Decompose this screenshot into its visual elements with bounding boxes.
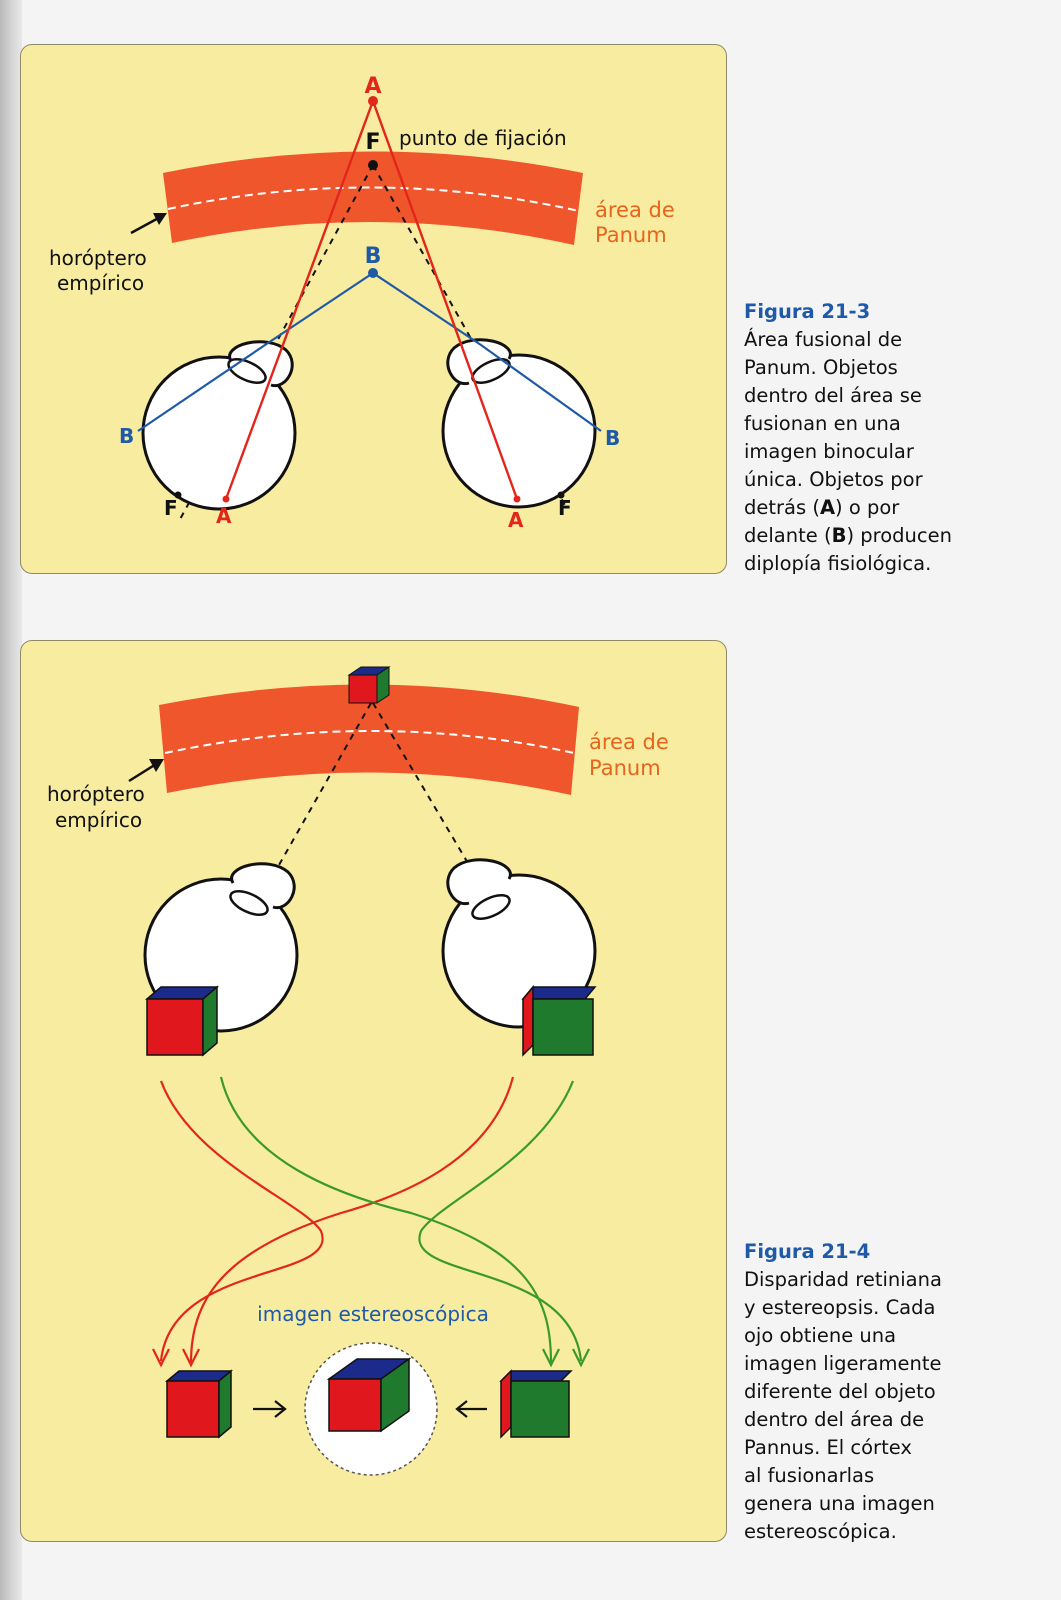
caption-line: diferente del objeto (744, 1380, 936, 1403)
label-right-a: A (508, 508, 524, 532)
label-point-a: A (364, 74, 381, 99)
left-f-dot (174, 491, 182, 499)
label-right-f: F (558, 496, 572, 520)
label-horopter-line1: horóptero (47, 782, 145, 806)
caption-fragment: ) o por (835, 496, 900, 519)
right-f-dot (557, 491, 565, 499)
caption-line: Panum. Objetos (744, 356, 898, 379)
caption-line: Disparidad retiniana (744, 1268, 942, 1291)
caption-fragment: ) producen (846, 524, 952, 547)
figure-21-3-panel: A F punto de fijación área de Panum horó… (20, 44, 727, 574)
caption-line: imagen binocular (744, 440, 914, 463)
caption-line: delante (B) producen (744, 522, 974, 550)
right-retina-cube-icon (521, 984, 597, 1057)
label-panum-line2: Panum (595, 223, 667, 247)
caption-line: estereoscópica. (744, 1520, 897, 1543)
right-eye-icon (441, 338, 597, 509)
label-panum-line1: área de (595, 198, 675, 222)
red-line-left (224, 100, 375, 500)
caption-bold-letter: B (831, 524, 847, 547)
caption-title: Figura 21-3 (744, 300, 871, 323)
label-panum-line2: Panum (589, 756, 661, 780)
caption-line: dentro del área de (744, 1408, 925, 1431)
caption-line: diplopía fisiológica. (744, 552, 932, 575)
point-a-dot (368, 96, 378, 106)
panum-area-band (159, 684, 579, 795)
green-pathway-left (219, 1076, 553, 1364)
caption-line: Área fusional de (744, 328, 903, 351)
caption-line: genera una imagen (744, 1492, 935, 1515)
label-horopter-line1: horóptero (49, 246, 147, 270)
caption-line: ojo obtiene una (744, 1324, 897, 1347)
label-right-b: B (605, 426, 620, 450)
page-spine-shadow (0, 0, 22, 1600)
figure-21-4-diagram: imagen estereoscópica (47, 666, 669, 1476)
horopter-dashed-line (164, 730, 575, 754)
bottom-left-cube-icon (164, 1369, 234, 1439)
label-stereo-image: imagen estereoscópica (257, 1302, 489, 1326)
blue-line-right (372, 272, 602, 432)
caption-bold-letter: A (819, 496, 836, 519)
horopter-dashed-line (167, 186, 580, 212)
caption-line: y estereopsis. Cada (744, 1296, 936, 1319)
figure-21-3-caption: Figura 21-3 Área fusional de Panum. Obje… (744, 298, 974, 578)
caption-line: al fusionarlas (744, 1464, 875, 1487)
label-fixation-text: punto de fijación (399, 126, 567, 150)
caption-line: dentro del área se (744, 384, 922, 407)
caption-line: fusionan en una (744, 412, 901, 435)
figure-21-3-diagram: A F punto de fijación área de Panum horó… (49, 74, 675, 532)
blue-line-left (137, 272, 374, 432)
arrow-icon (152, 1348, 590, 1368)
left-eye-icon (141, 340, 297, 511)
label-left-f: F (164, 496, 178, 520)
red-pathway-left (159, 1080, 324, 1362)
caption-line: única. Objetos por (744, 468, 923, 491)
caption-fragment: detrás ( (744, 496, 820, 519)
caption-line: imagen ligeramente (744, 1352, 942, 1375)
label-panum-line1: área de (589, 730, 669, 754)
label-horopter-line2: empírico (55, 808, 142, 832)
green-pathway-right (418, 1080, 583, 1362)
fixation-point-dot (368, 160, 378, 170)
panum-area-band (163, 151, 583, 245)
left-a-dot (222, 495, 230, 503)
arrow-right-icon (253, 1400, 287, 1418)
figure-21-4-panel: imagen estereoscópica (20, 640, 727, 1542)
bottom-right-cube-icon (499, 1369, 573, 1439)
right-a-dot (513, 495, 521, 503)
caption-fragment: delante ( (744, 524, 832, 547)
stereo-cube-icon (326, 1357, 412, 1433)
caption-line: detrás (A) o por (744, 494, 974, 522)
label-horopter-line2: empírico (57, 271, 144, 295)
point-b-dot (368, 268, 378, 278)
caption-line: Pannus. El córtex (744, 1436, 912, 1459)
red-line-right (371, 100, 519, 500)
left-retina-cube-icon (144, 985, 220, 1057)
label-left-b: B (119, 424, 134, 448)
arrow-left-icon (455, 1400, 487, 1418)
red-pathway-right (189, 1076, 515, 1364)
label-point-b: B (365, 244, 382, 269)
label-fixation-letter: F (365, 130, 380, 155)
label-left-a: A (216, 504, 232, 528)
caption-title: Figura 21-4 (744, 1240, 871, 1263)
horopter-cube-icon (347, 666, 391, 704)
figure-21-4-caption: Figura 21-4 Disparidad retiniana y ester… (744, 1238, 974, 1546)
